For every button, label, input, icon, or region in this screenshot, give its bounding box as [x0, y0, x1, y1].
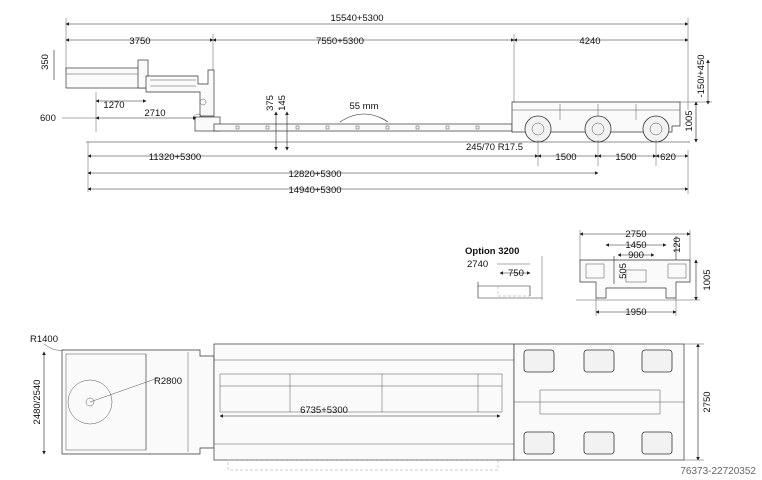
tyre-size-label: 245/70 R17.5: [466, 142, 523, 153]
fifth-wheel-plate: [67, 379, 113, 425]
dim-rear-deck-ground: 1005: [684, 110, 695, 131]
option-view: Option 3200 2740 750: [465, 246, 543, 300]
rear-profile: [579, 259, 691, 299]
axle-wheel-2: [584, 115, 612, 143]
option-width: 2740: [467, 259, 488, 270]
rear-inner-narrow: 900: [628, 250, 644, 261]
dim-front-overhang: 600: [40, 113, 56, 124]
dim-c: 14940+5300: [288, 185, 341, 196]
platform-plan: [213, 343, 515, 461]
dim-camber: 55 mm: [349, 101, 378, 112]
dim-kingpin-height: 350: [40, 54, 51, 70]
top-view: R1400 2480/2540 R2800 6735+5300: [30, 334, 713, 471]
dim-neck-to-platform: 2710: [144, 108, 165, 119]
gooseneck-plan: [61, 349, 215, 455]
top-front-radius: R1400: [30, 334, 58, 345]
dim-overall-length: 15540+5300: [330, 13, 383, 24]
dim-axle-spacing-1: 1500: [555, 152, 576, 163]
option-profile: [477, 282, 542, 299]
reference-number: 76373-22720352: [680, 466, 756, 477]
dim-rear-length: 4240: [579, 36, 600, 47]
dim-axle-spacing-2: 1500: [615, 152, 636, 163]
axle-wheel-3: [642, 115, 670, 143]
rear-view: 2750 1450 900 120 505 1005 1950: [576, 229, 713, 318]
rear-total-height: 1005: [702, 269, 713, 290]
rear-track-width: 1950: [625, 307, 646, 318]
dim-rear-deck-height: -150/+450: [696, 54, 707, 97]
axle-wheel-1: [524, 115, 552, 143]
top-turning-radius: R2800: [154, 376, 182, 387]
gooseneck-deck: [65, 67, 147, 89]
dim-gooseneck-length: 3750: [129, 36, 150, 47]
top-overall-width: 2750: [702, 391, 713, 412]
top-platform-length: 6735+5300: [300, 405, 348, 416]
gooseneck-neck: [145, 69, 215, 117]
gooseneck-front-plate: [137, 59, 149, 89]
top-gooseneck-width: 2480/2540: [32, 380, 43, 425]
dim-neck-offset: 1270: [103, 100, 124, 111]
dim-platform-height: 375: [265, 95, 276, 111]
rear-overall-width: 2750: [625, 229, 646, 240]
dim-platform-length: 7550+5300: [316, 36, 364, 47]
platform-stake-pockets: [235, 125, 480, 130]
bogie-wheel-sets: [523, 349, 673, 455]
low-platform: [213, 123, 513, 132]
dim-platform-low-height: 145: [277, 95, 288, 111]
option-step: 750: [508, 268, 524, 279]
dim-rear-overhang: 620: [660, 152, 676, 163]
rear-mid-height: 505: [618, 263, 629, 279]
option-title: Option 3200: [465, 246, 519, 257]
dim-a: 11320+5300: [149, 152, 201, 163]
side-view: 15540+5300 3750 7550+5300 4240 350 1270 …: [40, 13, 712, 196]
rear-top-height: 120: [672, 237, 683, 253]
dim-b: 12820+5300: [288, 169, 341, 180]
rear-inner-width: 1450: [625, 240, 646, 251]
